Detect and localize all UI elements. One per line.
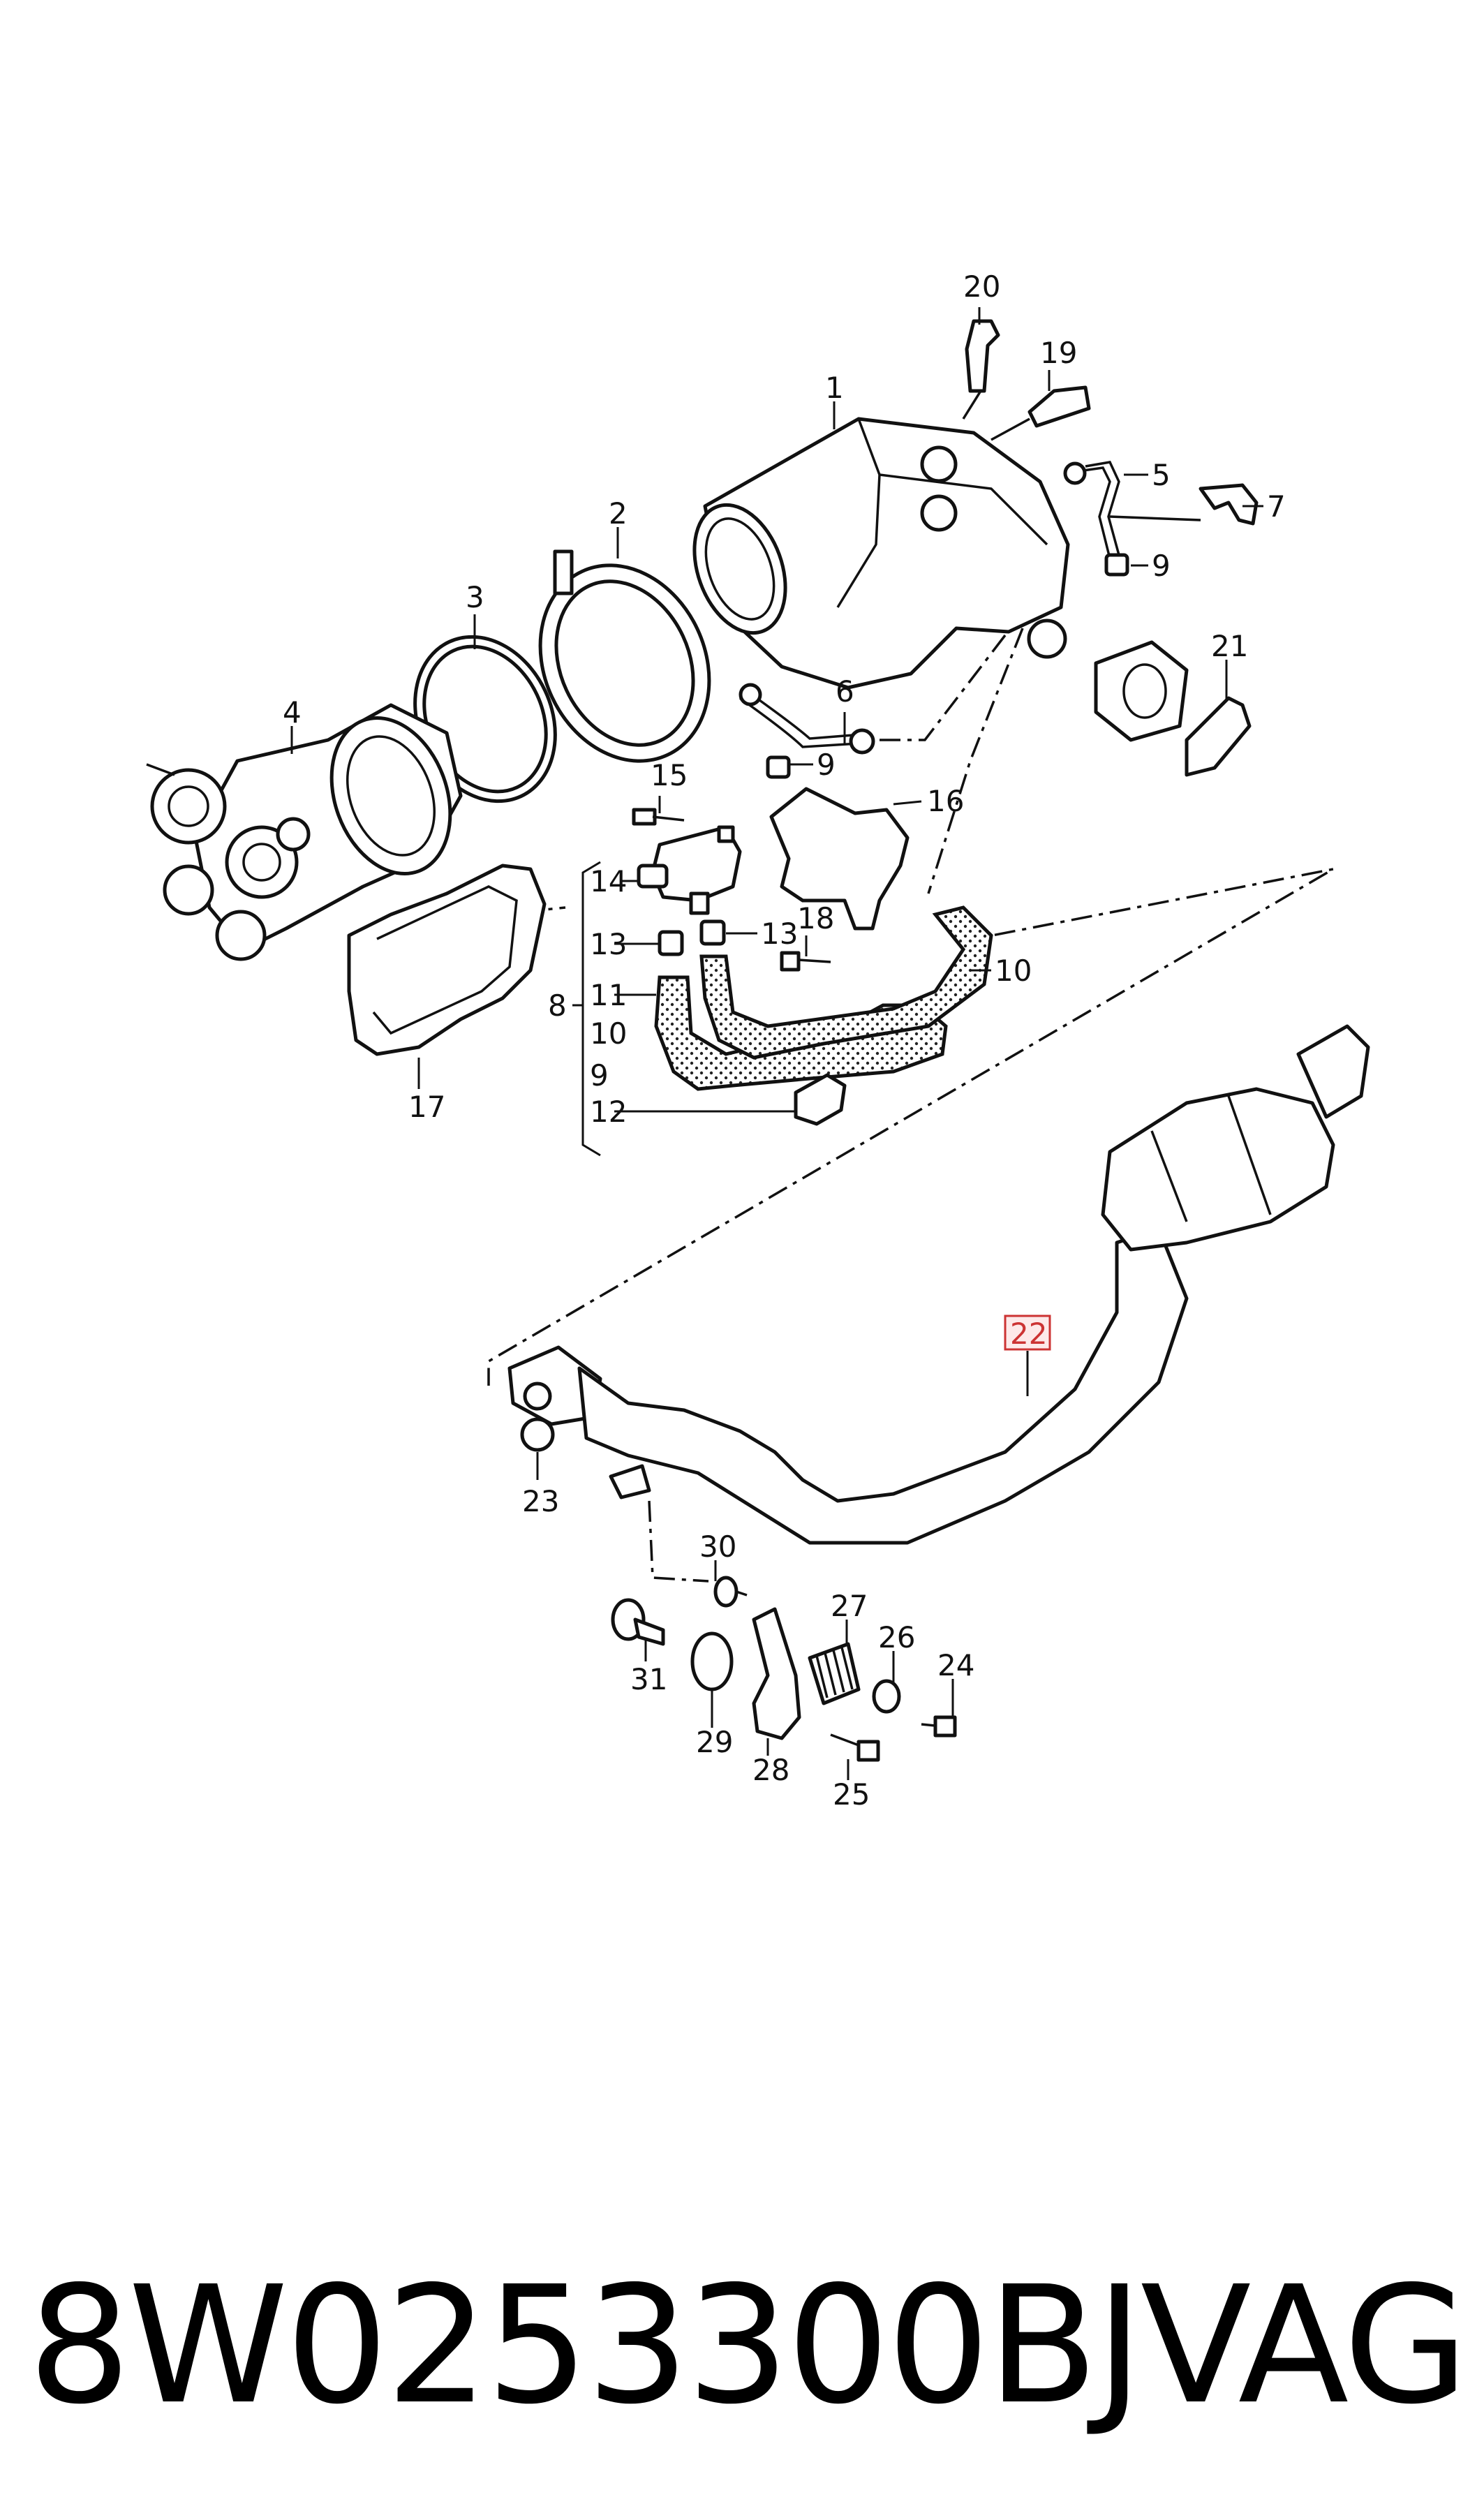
exhaust-parts-diagram: 1 2 3 4 5 6 7 8 9 9 9 10 10 11 11 12 12 … [146, 269, 1370, 1812]
temperature-sensor [962, 319, 1000, 420]
callout-label-5: 5 [1152, 458, 1171, 492]
callout-label-1: 1 [825, 371, 844, 405]
callout-label-10-bracket: 10 [590, 1016, 627, 1051]
callout-label-27: 27 [831, 1589, 868, 1623]
assembly-line-sensor [873, 634, 1007, 741]
callout-label-9-upper: 9 [1152, 549, 1171, 583]
washer [872, 1679, 901, 1714]
hanger-bracket [752, 1607, 801, 1740]
callout-label-13-left: 13 [590, 927, 627, 961]
callout-label-2: 2 [609, 496, 628, 531]
heat-shield [347, 864, 547, 1056]
flange-gasket [1185, 696, 1252, 777]
callout-label-20: 20 [963, 269, 1000, 304]
hose-retainer [794, 1073, 847, 1126]
bushing-pin [611, 1598, 665, 1646]
callout-label-15: 15 [651, 758, 688, 792]
callout-label-14: 14 [590, 864, 627, 898]
callout-label-30: 30 [699, 1530, 736, 1564]
hose-clamp-mid [766, 755, 791, 779]
sensor-line [739, 683, 875, 755]
bracket-clip [1199, 483, 1259, 526]
catalytic-converter [692, 417, 1189, 742]
mounting-bracket [769, 787, 910, 931]
coolant-hose-lower [654, 975, 948, 1091]
callout-label-29: 29 [696, 1725, 733, 1759]
callout-label-26: 26 [878, 1620, 915, 1654]
callout-label-9-bracket: 9 [590, 1058, 609, 1093]
v-band-clamp [538, 549, 711, 763]
callout-highlight-22 [1004, 1314, 1051, 1351]
callout-label-7: 7 [1267, 489, 1286, 524]
callout-label-22: 22 [1010, 1317, 1047, 1351]
callout-label-10-right: 10 [995, 954, 1032, 988]
hex-bolt-lower [780, 951, 831, 972]
compression-spring [808, 1642, 861, 1705]
hanger-bolt-24 [921, 1715, 957, 1738]
assembly-line-hose [927, 628, 1024, 894]
brand-name: VAG [1140, 2251, 1469, 2440]
assembly-line-catalyst [487, 868, 1334, 1386]
callout-label-19: 19 [1040, 336, 1077, 370]
footer-caption: 8W0253300BJ VAG [28, 2251, 1469, 2440]
pressure-line [1063, 461, 1201, 566]
callout-label-6: 6 [836, 674, 854, 709]
turbocharger [146, 703, 463, 961]
hanger-bolt-25 [830, 1733, 880, 1762]
flange-nut [520, 1417, 555, 1452]
callout-label-11: 11 [590, 978, 627, 1012]
part-number: 8W0253300BJ [28, 2251, 1143, 2440]
callout-label-24: 24 [937, 1648, 974, 1682]
callout-label-21: 21 [1211, 629, 1248, 663]
callout-label-12: 12 [590, 1095, 627, 1129]
hose-clamp-upper [1104, 553, 1129, 577]
callout-label-13-right: 13 [761, 917, 798, 951]
callout-label-4: 4 [283, 695, 302, 730]
callout-label-18: 18 [797, 901, 834, 935]
callout-label-17: 17 [408, 1090, 445, 1124]
callout-label-25: 25 [833, 1777, 870, 1812]
mount-stud [713, 1576, 748, 1608]
callout-label-3: 3 [466, 580, 484, 614]
rubber-mount [690, 1631, 734, 1691]
spring-clamp-right [699, 919, 726, 946]
coolant-hose-upper [699, 905, 993, 1060]
control-valve [637, 825, 742, 915]
callout-label-16: 16 [927, 784, 964, 818]
heat-shield-inner [372, 885, 518, 1035]
callout-label-28: 28 [752, 1753, 789, 1787]
hex-bolt-upper [632, 808, 685, 826]
lambda-probe [990, 385, 1091, 441]
callout-label-8: 8 [548, 988, 567, 1023]
callout-label-9-mid: 9 [817, 748, 836, 782]
spring-clamp-left [658, 930, 684, 956]
callout-label-31: 31 [630, 1662, 667, 1696]
leader-lines [290, 307, 1263, 1780]
front-exhaust-pipe [507, 1024, 1370, 1545]
callout-label-23: 23 [522, 1484, 559, 1518]
